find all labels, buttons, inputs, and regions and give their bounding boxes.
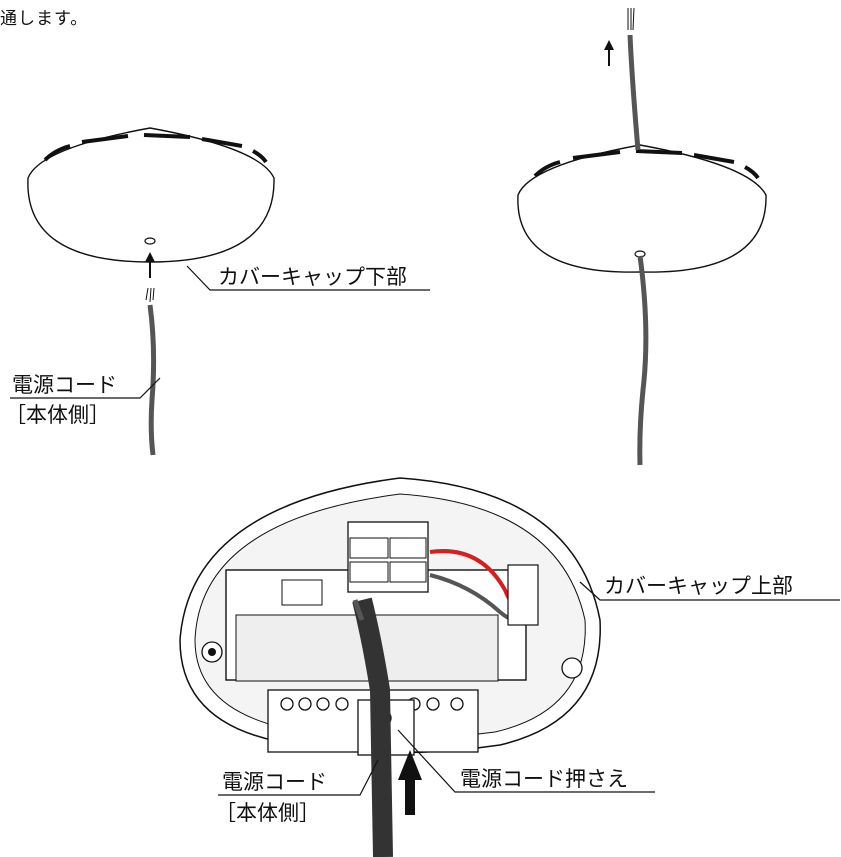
cover-cap-bottom-left (27, 127, 275, 263)
cover-cap-top-assembly (179, 477, 601, 857)
cover-cap-bottom-label: カバーキャップ下部 (186, 265, 430, 291)
power-cord-left (145, 287, 157, 456)
power-cord-left-text: 電源コード (12, 373, 117, 397)
up-arrow-icon (604, 40, 614, 66)
thick-up-arrow-icon (398, 750, 422, 815)
body-side-left-text: ［本体側］ (5, 403, 110, 427)
up-arrow-icon (145, 252, 155, 278)
power-cord-bottom-text: 電源コード (222, 770, 327, 794)
intro-text: 通します。 (0, 9, 89, 29)
body-side-bottom-text: ［本体側］ (215, 801, 320, 825)
cord-clamp-text: 電源コード押さえ (460, 767, 628, 791)
cord-clamp-label: 電源コード押さえ (397, 729, 655, 793)
cover-cap-top-label: カバーキャップ上部 (579, 574, 840, 601)
cover-cap-top-text: カバーキャップ上部 (604, 574, 793, 598)
power-cord-bottom-label: 電源コード ［本体側］ (215, 759, 379, 825)
power-cord-left-label: 電源コード ［本体側］ (5, 373, 161, 427)
cover-cap-bottom-right (517, 144, 767, 273)
cover-cap-bottom-text: カバーキャップ下部 (218, 265, 407, 289)
power-cord-right (627, 7, 649, 466)
